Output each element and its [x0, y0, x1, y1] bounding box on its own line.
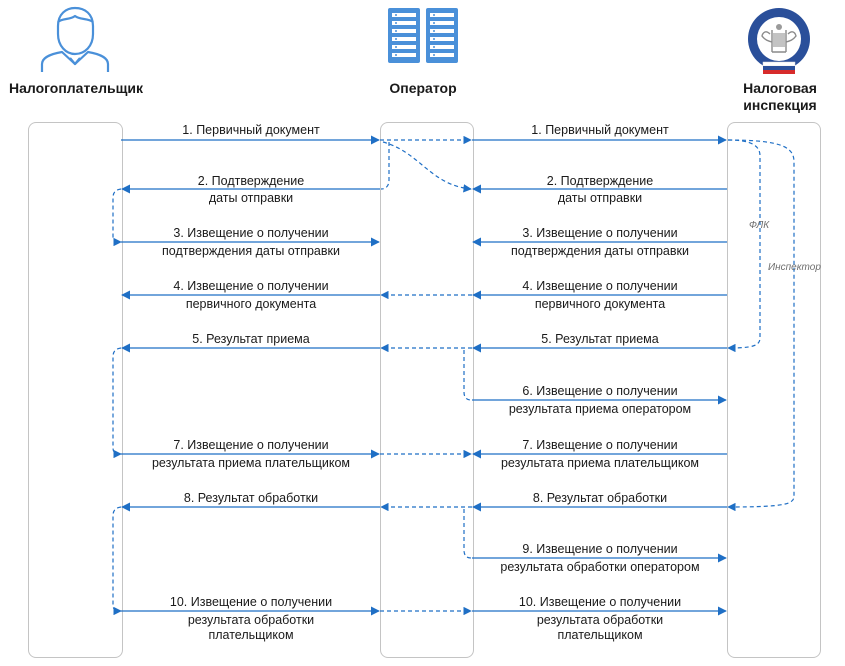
- actor-operator-label: Оператор: [389, 80, 457, 96]
- msg-left-2: 2. Подтверждение: [151, 174, 351, 189]
- msg-right-9-line1: 9. Извещение о получении: [522, 542, 678, 556]
- actor-inspection-label: Налоговая инспекция: [722, 80, 838, 114]
- msg-left-7: 7. Извещение о получении: [131, 438, 371, 453]
- msg-left-2-line1: 2. Подтверждение: [197, 174, 305, 188]
- msg-right-9: 9. Извещение о получении: [480, 542, 720, 557]
- msg-left-3-line2: подтверждения даты отправки: [162, 244, 340, 258]
- msg-right-6b: результата приема оператором: [480, 402, 720, 417]
- msg-left-10-line2: результата обработки: [187, 613, 315, 627]
- lane-taxpayer: [28, 122, 123, 658]
- msg-right-8: 8. Результат обработки: [500, 491, 700, 506]
- msg-left-3: 3. Извещение о получении: [136, 226, 366, 241]
- lane-operator: [380, 122, 474, 658]
- msg-left-3b: подтверждения даты отправки: [136, 244, 366, 259]
- msg-left-5-line1: 5. Результат приема: [192, 332, 310, 346]
- msg-right-5-line1: 5. Результат приема: [541, 332, 659, 346]
- person-icon: [40, 6, 110, 72]
- msg-right-4b: первичного документа: [485, 297, 715, 312]
- msg-right-2b: даты отправки: [500, 191, 700, 206]
- msg-left-7-line2: результата приема плательщиком: [151, 456, 351, 470]
- note-flk: ФЛК: [749, 220, 770, 231]
- msg-left-10-line1: 10. Извещение о получении: [169, 595, 333, 609]
- actor-inspection-line2: инспекция: [743, 97, 817, 113]
- msg-right-10-line1: 10. Извещение о получении: [518, 595, 682, 609]
- note-inspector: Инспектор: [768, 262, 821, 273]
- msg-left-10b: результата обработки плательщиком: [136, 613, 366, 643]
- msg-right-4-line1: 4. Извещение о получении: [522, 279, 678, 293]
- msg-left-1-line1: 1. Первичный документ: [182, 123, 320, 137]
- msg-left-8: 8. Результат обработки: [151, 491, 351, 506]
- msg-right-10: 10. Извещение о получении: [485, 595, 715, 610]
- msg-left-7-line1: 7. Извещение о получении: [173, 438, 329, 452]
- msg-left-7b: результата приема плательщиком: [131, 456, 371, 471]
- msg-right-2-line1: 2. Подтверждение: [546, 174, 654, 188]
- msg-right-7b: результата приема плательщиком: [480, 456, 720, 471]
- msg-right-7-line1: 7. Извещение о получении: [522, 438, 678, 452]
- actor-taxpayer-label: Налогоплательщик: [8, 80, 144, 96]
- msg-right-7-line2: результата приема плательщиком: [500, 456, 700, 470]
- msg-left-4: 4. Извещение о получении: [136, 279, 366, 294]
- msg-right-6-line1: 6. Извещение о получении: [522, 384, 678, 398]
- msg-left-4b: первичного документа: [136, 297, 366, 312]
- relay-op-2-left: [380, 142, 390, 190]
- msg-right-4: 4. Извещение о получении: [485, 279, 715, 294]
- msg-right-10-line2: результата обработки: [536, 613, 664, 627]
- relay-tp-10: [112, 506, 122, 616]
- msg-left-4-line2: первичного документа: [185, 297, 317, 311]
- relay-op-6: [463, 350, 472, 401]
- msg-right-9b: результата обработки оператором: [480, 560, 720, 575]
- msg-right-9-line2: результата обработки оператором: [500, 560, 700, 574]
- msg-right-4-line2: первичного документа: [534, 297, 666, 311]
- relay-op-9: [463, 509, 472, 559]
- msg-right-10b: результата обработки плательщиком: [485, 613, 715, 643]
- msg-right-2: 2. Подтверждение: [500, 174, 700, 189]
- relay-tp-7: [112, 347, 122, 459]
- relay-flk: [727, 139, 761, 353]
- relay-tp-3: [112, 188, 122, 247]
- server-icon: [388, 8, 458, 63]
- msg-left-10-line3: плательщиком: [208, 628, 294, 642]
- msg-right-1: 1. Первичный документ: [500, 123, 700, 138]
- msg-left-5: 5. Результат приема: [151, 332, 351, 347]
- msg-right-3: 3. Извещение о получении: [485, 226, 715, 241]
- fns-emblem-icon: [748, 8, 810, 74]
- actor-inspection-line1: Налоговая: [743, 80, 817, 96]
- msg-right-3-line2: подтверждения даты отправки: [511, 244, 689, 258]
- msg-right-3b: подтверждения даты отправки: [485, 244, 715, 259]
- msg-left-8-line1: 8. Результат обработки: [183, 491, 319, 505]
- msg-right-8-line1: 8. Результат обработки: [532, 491, 668, 505]
- msg-left-3-line1: 3. Извещение о получении: [173, 226, 329, 240]
- msg-right-1-line1: 1. Первичный документ: [531, 123, 669, 137]
- msg-right-7: 7. Извещение о получении: [480, 438, 720, 453]
- relay-op-2: [382, 141, 472, 193]
- msg-right-6-line2: результата приема оператором: [508, 402, 692, 416]
- lane-inspection: [727, 122, 821, 658]
- msg-right-5: 5. Результат приема: [500, 332, 700, 347]
- msg-right-6: 6. Извещение о получении: [480, 384, 720, 399]
- msg-left-1: 1. Первичный документ: [151, 123, 351, 138]
- msg-left-2-line2: даты отправки: [208, 191, 294, 205]
- msg-right-3-line1: 3. Извещение о получении: [522, 226, 678, 240]
- msg-right-10-line3: плательщиком: [557, 628, 643, 642]
- relay-inspector: [727, 139, 795, 512]
- msg-right-2-line2: даты отправки: [557, 191, 643, 205]
- msg-left-4-line1: 4. Извещение о получении: [173, 279, 329, 293]
- msg-left-2b: даты отправки: [151, 191, 351, 206]
- msg-left-10: 10. Извещение о получении: [136, 595, 366, 610]
